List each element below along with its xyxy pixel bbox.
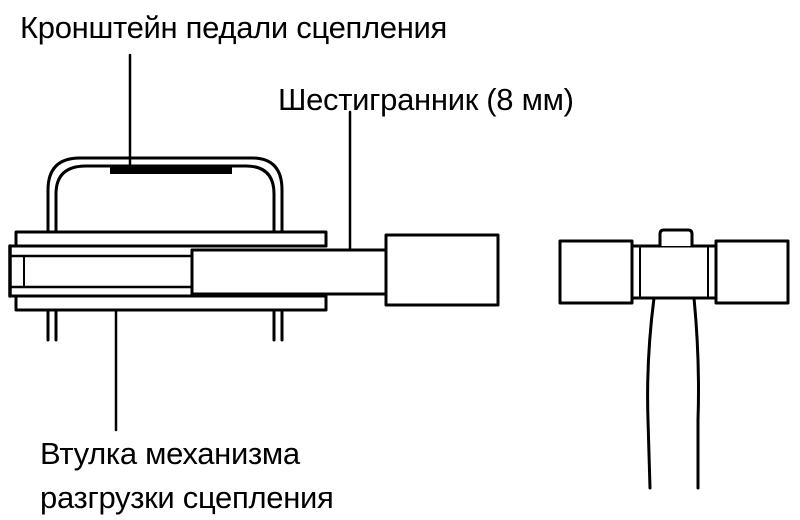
bracket-label: Кронштейн педали сцепления <box>20 10 448 45</box>
bushing-label: Втулка механизма разгрузки сцепления <box>40 432 334 520</box>
hex-rod <box>190 248 388 296</box>
bushing-tube <box>8 244 328 298</box>
pedal-bracket <box>46 156 284 342</box>
bracket-plates <box>14 230 328 312</box>
bushing-label-line-2: разгрузки сцепления <box>40 480 334 515</box>
hammer <box>558 228 790 490</box>
hex-label: Шестигранник (8 мм) <box>278 82 574 117</box>
bushing-label-line-1: Втулка механизма <box>40 436 300 471</box>
socket-head <box>384 233 500 307</box>
